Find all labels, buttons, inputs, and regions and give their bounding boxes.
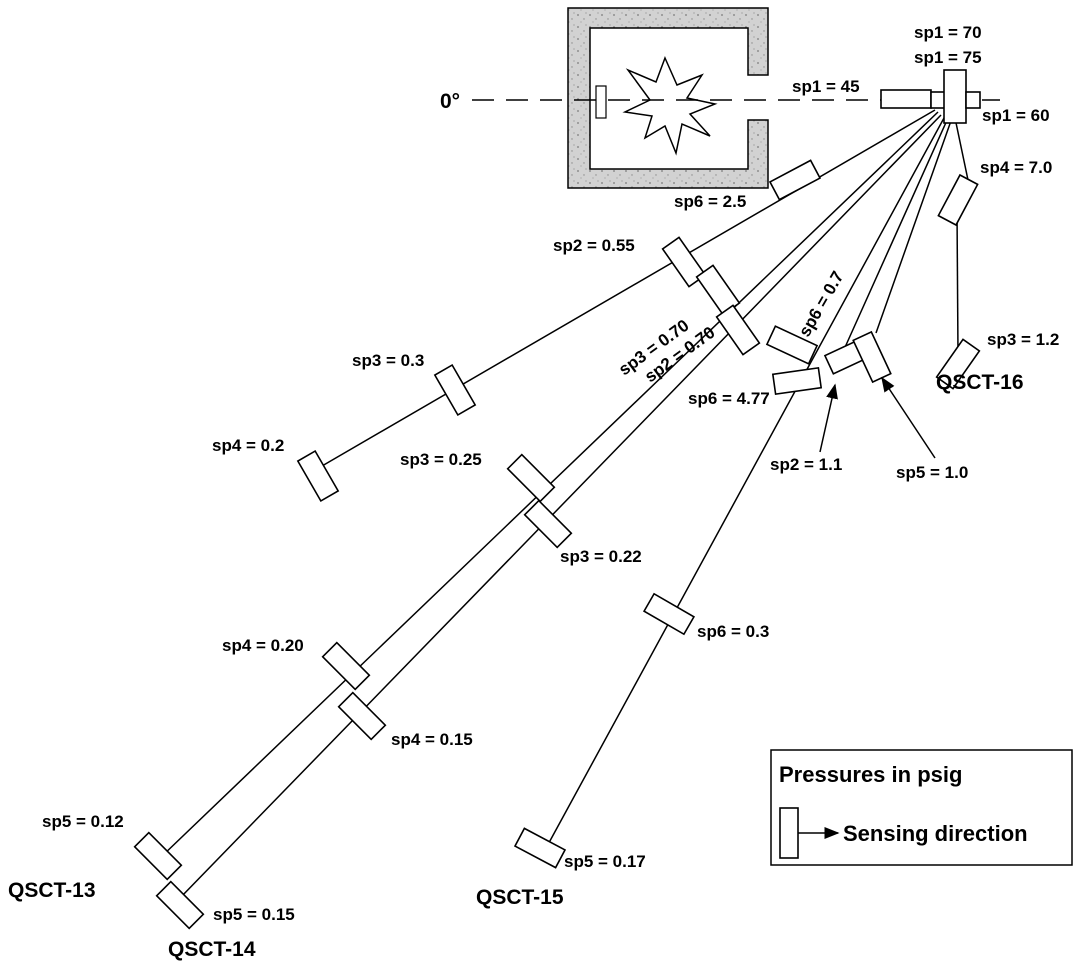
label-sp5-0-17: sp5 = 0.17 bbox=[564, 852, 646, 871]
sensor-sp4-7-0 bbox=[937, 173, 979, 227]
label-qsct-15: QSCT-15 bbox=[476, 886, 564, 909]
label-sp4-0-2: sp4 = 0.2 bbox=[212, 436, 284, 455]
test-chamber bbox=[567, 7, 769, 189]
label-sp5-0-12: sp5 = 0.12 bbox=[42, 812, 124, 831]
sensor-sp6-2-5 bbox=[768, 159, 822, 201]
chamber-door bbox=[595, 85, 607, 119]
sensors bbox=[133, 159, 981, 930]
explosion-icon bbox=[622, 56, 718, 156]
label-sp4-0-15: sp4 = 0.15 bbox=[391, 730, 473, 749]
label-sp6-4-77: sp6 = 4.77 bbox=[688, 389, 770, 408]
label-qsct-13: QSCT-13 bbox=[8, 879, 96, 902]
sensor-sp4-0-2 bbox=[296, 449, 340, 503]
label-sp3-1-2: sp3 = 1.2 bbox=[987, 330, 1059, 349]
arrow-sp5-1-0 bbox=[881, 376, 936, 459]
legend-sensor-icon bbox=[779, 807, 799, 859]
origin-sensor-cluster bbox=[880, 69, 981, 124]
legend: Pressures in psig Sensing direction bbox=[770, 749, 1073, 866]
label-sp1-75: sp1 = 75 bbox=[914, 48, 982, 67]
sensor-sp3-0-3 bbox=[433, 363, 477, 417]
legend-title: Pressures in psig bbox=[779, 762, 962, 787]
label-sp4-0-20: sp4 = 0.20 bbox=[222, 636, 304, 655]
label-sp2-0-55: sp2 = 0.55 bbox=[553, 236, 635, 255]
legend-sensing-direction: Sensing direction bbox=[843, 821, 1028, 846]
label-sp6-0-7: sp6 = 0.7 bbox=[795, 268, 848, 340]
arrow-sp2-1-1 bbox=[819, 383, 838, 453]
label-sp1-45: sp1 = 45 bbox=[792, 77, 860, 96]
label-sp5-0-15: sp5 = 0.15 bbox=[213, 905, 295, 924]
sensor-sp3-1-2 bbox=[935, 338, 981, 390]
sensor-sp3-0-25 bbox=[506, 453, 556, 503]
label-sp6-2-5: sp6 = 2.5 bbox=[674, 192, 746, 211]
label-sp3-0-25: sp3 = 0.25 bbox=[400, 450, 482, 469]
sensor-sp6-0-7 bbox=[765, 325, 819, 365]
label-qsct-16: QSCT-16 bbox=[936, 371, 1024, 394]
sensor-sp2-0-55 bbox=[661, 236, 707, 288]
label-zero-degree: 0° bbox=[440, 90, 460, 113]
label-qsct-14: QSCT-14 bbox=[168, 938, 256, 961]
sensor-sp5-0-15 bbox=[155, 880, 205, 930]
sensor-sp3-0-22 bbox=[523, 499, 573, 549]
legend-box bbox=[770, 749, 1073, 866]
label-sp3-0-3: sp3 = 0.3 bbox=[352, 351, 424, 370]
sensor-sp5-0-17 bbox=[513, 827, 567, 869]
sensor-sp6-4-77 bbox=[771, 366, 823, 396]
sensor-sp4-0-20 bbox=[321, 641, 371, 691]
label-sp3-0-22: sp3 = 0.22 bbox=[560, 547, 642, 566]
label-sp1-60: sp1 = 60 bbox=[982, 106, 1050, 125]
labels: 0° sp1 = 70 sp1 = 75 sp1 = 45 sp1 = 60 s… bbox=[8, 23, 1059, 961]
label-sp2-1-1: sp2 = 1.1 bbox=[770, 455, 842, 474]
label-sp5-1-0: sp5 = 1.0 bbox=[896, 463, 968, 482]
label-sp6-0-3: sp6 = 0.3 bbox=[697, 622, 769, 641]
sensor-sp6-0-3 bbox=[642, 592, 696, 636]
label-sp1-70: sp1 = 70 bbox=[914, 23, 982, 42]
sensor-sp5-0-12 bbox=[133, 831, 183, 881]
sensor-sp2-0-70 bbox=[715, 304, 761, 356]
sensor-sp4-0-15 bbox=[337, 691, 387, 741]
label-sp4-7-0: sp4 = 7.0 bbox=[980, 158, 1052, 177]
